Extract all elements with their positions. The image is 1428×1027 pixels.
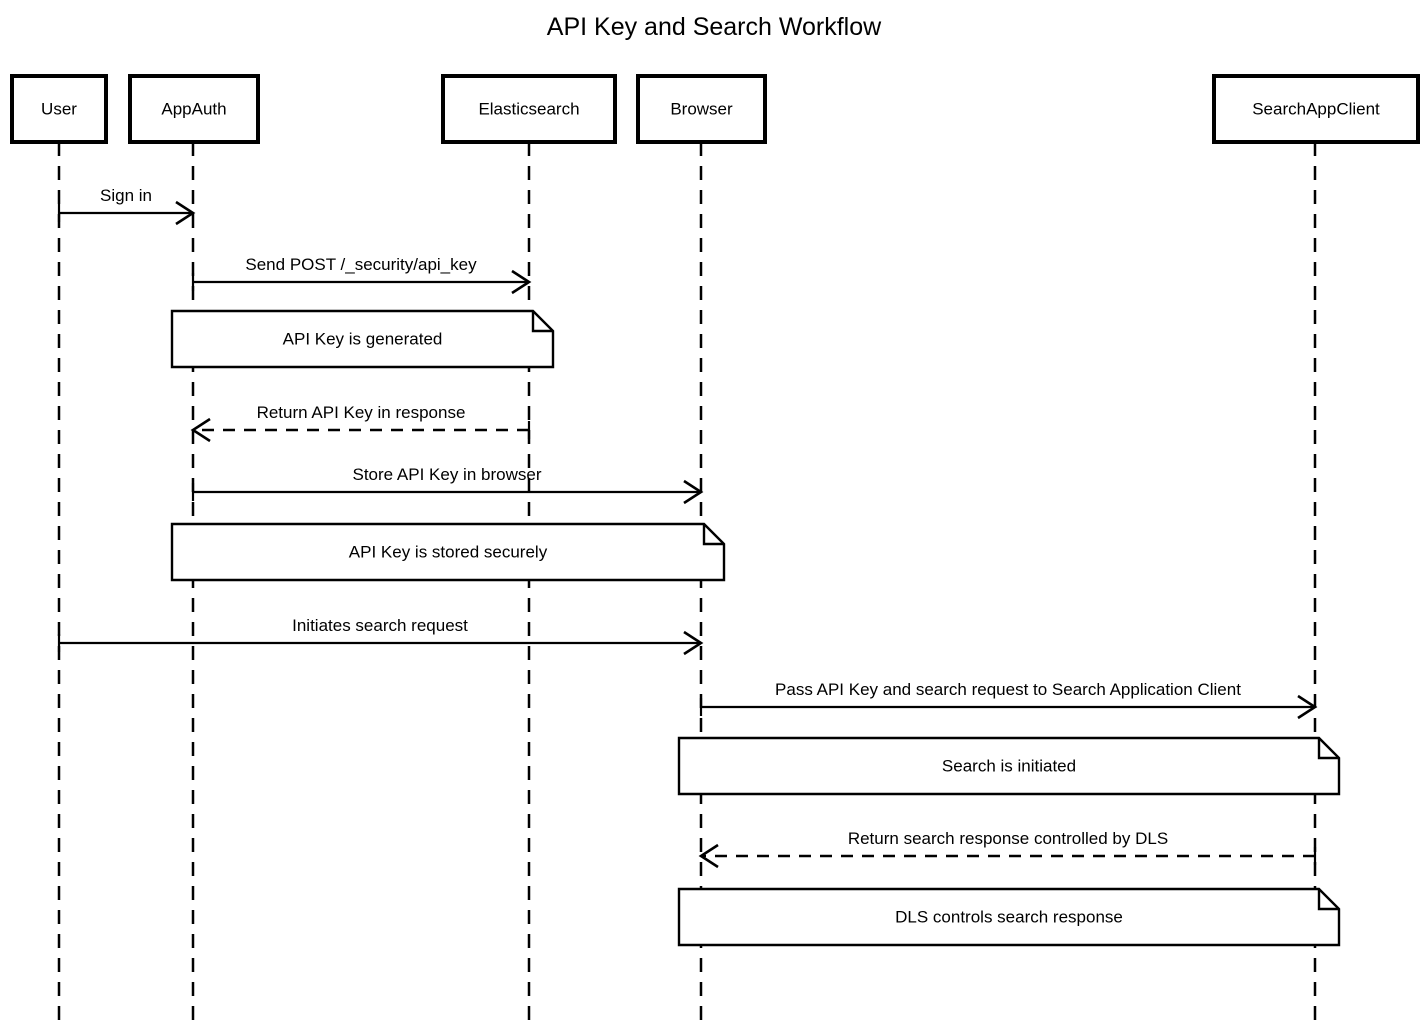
note-body-n4[interactable] xyxy=(677,887,1341,947)
participant-browser[interactable]: Browser xyxy=(636,74,767,144)
note-n3[interactable]: Search is initiated xyxy=(677,736,1341,796)
note-label-n3: Search is initiated xyxy=(942,756,1076,775)
participant-box-appauth[interactable] xyxy=(128,74,260,144)
participant-searchapp[interactable]: SearchAppClient xyxy=(1212,74,1420,144)
message-label-m7: Return search response controlled by DLS xyxy=(848,829,1168,848)
message-arrowhead-m3 xyxy=(190,417,211,443)
participant-label-browser: Browser xyxy=(670,99,733,118)
message-label-m5: Initiates search request xyxy=(292,616,468,635)
message-label-m3: Return API Key in response xyxy=(257,403,466,422)
message-arrowhead-m1 xyxy=(175,200,196,226)
note-fold-corner-n4 xyxy=(1317,889,1339,911)
participant-box-elastic[interactable] xyxy=(441,74,617,144)
note-n2[interactable]: API Key is stored securely xyxy=(170,522,726,582)
note-fold-corner-n1 xyxy=(531,311,553,333)
participant-box-user[interactable] xyxy=(10,74,108,144)
participant-appauth[interactable]: AppAuth xyxy=(128,74,260,144)
note-fold-corner-n3 xyxy=(1317,738,1339,760)
participant-label-appauth: AppAuth xyxy=(161,99,226,118)
note-label-n1: API Key is generated xyxy=(283,329,443,348)
participant-box-browser[interactable] xyxy=(636,74,767,144)
diagram-title: API Key and Search Workflow xyxy=(547,13,882,41)
note-n4[interactable]: DLS controls search response xyxy=(677,887,1341,947)
message-label-m2: Send POST /_security/api_key xyxy=(245,255,477,274)
message-label-m6: Pass API Key and search request to Searc… xyxy=(775,680,1241,699)
participant-label-searchapp: SearchAppClient xyxy=(1252,99,1380,118)
participants-layer: User AppAuth Elasticsearch Browser SearchApp… xyxy=(10,74,1420,144)
message-label-m1: Sign in xyxy=(100,186,152,205)
message-m5[interactable]: Initiates search request xyxy=(57,616,704,656)
participant-label-user: User xyxy=(41,99,77,118)
participant-elastic[interactable]: Elasticsearch xyxy=(441,74,617,144)
note-body-n1[interactable] xyxy=(170,309,555,369)
participant-user[interactable]: User xyxy=(10,74,108,144)
message-m3[interactable]: Return API Key in response xyxy=(190,403,531,443)
note-label-n2: API Key is stored securely xyxy=(349,542,548,561)
message-arrowhead-m5 xyxy=(683,630,704,656)
message-label-m4: Store API Key in browser xyxy=(353,465,542,484)
message-arrowhead-m6 xyxy=(1297,694,1318,720)
note-n1[interactable]: API Key is generated xyxy=(170,309,555,369)
message-m2[interactable]: Send POST /_security/api_key xyxy=(191,255,532,295)
note-fold-corner-n2 xyxy=(702,524,724,546)
message-m7[interactable]: Return search response controlled by DLS xyxy=(698,829,1317,869)
participant-label-elastic: Elasticsearch xyxy=(478,99,579,118)
message-m6[interactable]: Pass API Key and search request to Searc… xyxy=(699,680,1318,720)
message-arrowhead-m4 xyxy=(683,479,704,505)
message-arrowhead-m2 xyxy=(511,269,532,295)
note-body-n3[interactable] xyxy=(677,736,1341,796)
message-arrowhead-m7 xyxy=(698,843,719,869)
note-body-n2[interactable] xyxy=(170,522,726,582)
messages-layer: Sign in Send POST /_security/api_keyRetur… xyxy=(57,186,1318,869)
note-label-n4: DLS controls search response xyxy=(895,907,1123,926)
message-m1[interactable]: Sign in xyxy=(57,186,196,226)
message-m4[interactable]: Store API Key in browser xyxy=(191,465,704,505)
participant-box-searchapp[interactable] xyxy=(1212,74,1420,144)
